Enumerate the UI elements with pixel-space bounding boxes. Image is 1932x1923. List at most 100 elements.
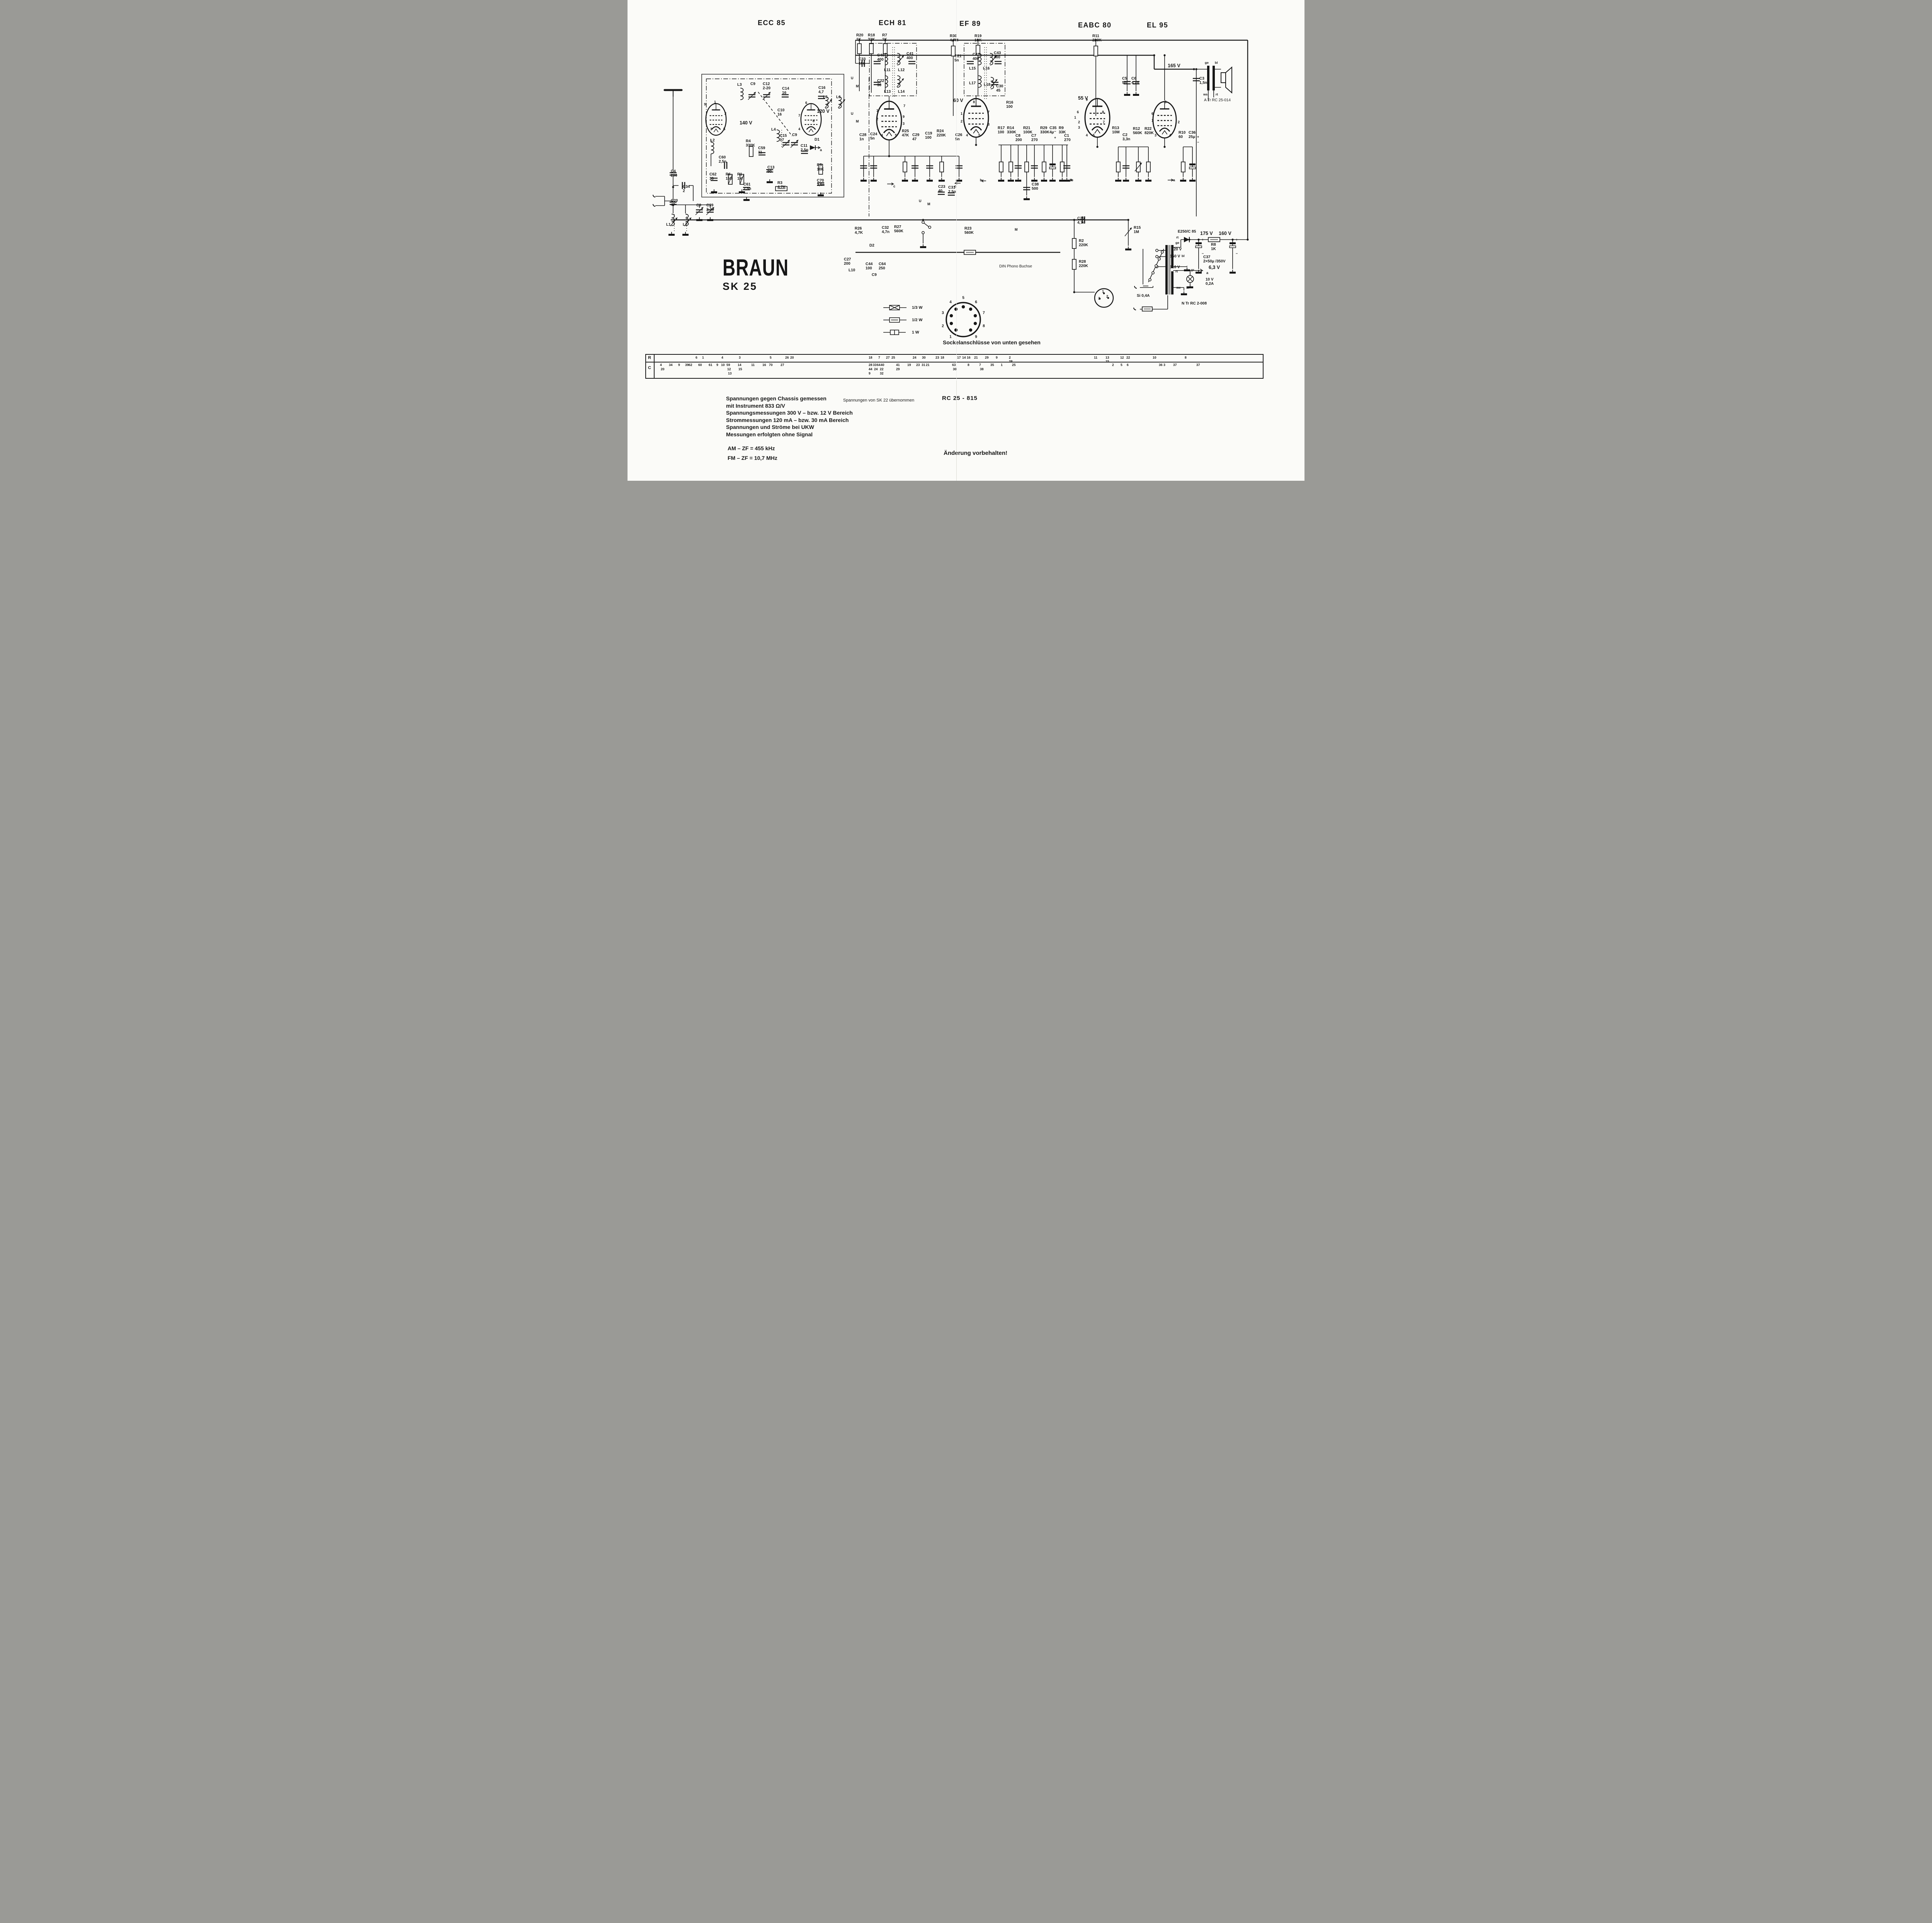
component-label: C32 4,7n — [882, 226, 890, 234]
component-label: C13 90 — [767, 165, 775, 174]
strip-number: 23 — [935, 356, 939, 359]
strip-number: 1 — [702, 356, 704, 359]
component-label: + — [1236, 238, 1238, 242]
strip-number: 16 — [967, 356, 971, 359]
component-label: 220 V — [1172, 247, 1182, 252]
component-label: C9 — [792, 133, 797, 137]
component-label: C61 2,5n — [743, 182, 752, 191]
strip-number: 9 — [716, 363, 718, 367]
component-label: R24 220K — [937, 129, 946, 138]
component-label: 175 V — [1200, 231, 1213, 236]
strip-number: 63 — [952, 363, 956, 367]
component-label: 9 — [903, 115, 905, 119]
strip-number: 10 — [1153, 356, 1156, 359]
strip-number: 37 — [1173, 363, 1177, 367]
component-label: c — [954, 184, 957, 188]
legend-row-third-watt: 1/3 W — [883, 301, 922, 314]
component-label: R2 220K — [1079, 239, 1088, 247]
component-label: C59 11 — [758, 146, 765, 155]
note-line: mit Instrument 833 Ω/V — [726, 402, 785, 409]
change-reservation-note: Änderung vorbehalten! — [944, 450, 1008, 456]
component-label: C70 2,5n — [817, 179, 825, 187]
strip-number: 14 — [962, 356, 966, 359]
component-label: 3 — [1098, 296, 1100, 300]
brand-logo: BRAUN SK 25 — [723, 254, 789, 293]
component-label: R25 47K — [902, 129, 909, 138]
component-label: N Tr RC 2-008 — [1182, 301, 1207, 306]
strip-number: 4 — [660, 363, 662, 367]
component-label: R29 330K — [1040, 126, 1049, 134]
component-label: 7 — [903, 104, 906, 108]
component-label: 8 — [1102, 110, 1104, 114]
component-label: C22 30 — [877, 79, 884, 87]
component-label: C38 500 — [1032, 182, 1039, 191]
legend-row-half-watt: 1/2 W — [883, 314, 922, 326]
component-label: R20 1K — [856, 33, 864, 42]
component-label: U — [919, 199, 922, 203]
strip-number: 6 — [1127, 363, 1129, 367]
strip-number: 9 — [678, 363, 680, 367]
component-label: 5 — [1093, 133, 1095, 137]
component-label: C5 5n — [1122, 77, 1127, 85]
note-line: Spannungen und Ströme bei UKW — [726, 424, 814, 431]
socket-note: Sockelanschlüsse von unten gesehen — [943, 339, 1041, 345]
component-label: L2 — [710, 138, 715, 143]
component-label: M — [927, 202, 930, 206]
component-label: L15 — [969, 66, 976, 71]
socket-pin-number: 5 — [962, 296, 964, 300]
component-label: C11 2,5n — [801, 144, 809, 152]
socket-pin-number: 7 — [983, 311, 985, 315]
socket-pin-number: 1 — [949, 335, 952, 339]
component-label: C33 10n — [859, 57, 866, 66]
strip-number: 3 — [739, 356, 741, 359]
component-label: C36 25μ — [1189, 131, 1196, 139]
component-label: 5 — [978, 133, 981, 137]
component-label: U — [851, 76, 854, 80]
strip-number: 7 — [979, 363, 981, 367]
strip-number: 18 — [869, 356, 872, 359]
component-label: C60 2,5n — [719, 155, 727, 164]
strip-number: 15 — [1105, 359, 1109, 363]
component-label: M — [856, 119, 859, 123]
strip-number: 10 — [721, 363, 725, 367]
tube-name: EABC 80 — [1078, 21, 1112, 29]
component-label: C30 45 — [996, 84, 1003, 93]
component-label: L1 — [666, 223, 671, 227]
strip-number: 20 — [790, 356, 794, 359]
strip-number: 21 — [926, 363, 930, 367]
strip-number: 39 — [685, 363, 689, 367]
component-label: C29 47 — [912, 133, 920, 141]
component-label: R17 100 — [998, 126, 1005, 134]
component-label: bl — [1215, 61, 1218, 65]
strip-number: 30 — [922, 356, 926, 359]
strip-number: 9 — [996, 356, 998, 359]
component-label: 2 — [1178, 120, 1180, 124]
component-label: C41 400 — [906, 52, 914, 60]
component-label: 1 — [1102, 289, 1104, 293]
component-label: C7 270 — [1031, 134, 1038, 142]
component-label: C9 — [872, 273, 877, 277]
component-label: C39 2-20 — [706, 203, 714, 212]
component-label: − — [1236, 252, 1238, 255]
component-label: 3 — [903, 122, 905, 126]
strip-number: 27 — [781, 363, 784, 367]
component-label: R6 150 — [726, 172, 732, 181]
component-label: C37 2×50μ /350V — [1203, 255, 1226, 264]
strip-number: 25 — [891, 356, 895, 359]
strip-number: 32 — [880, 371, 884, 375]
component-label: 7 — [1103, 120, 1105, 124]
strip-number: 60 — [698, 363, 702, 367]
component-label: C14 16 — [782, 87, 789, 95]
component-label: 8 — [973, 100, 975, 104]
component-label: L4 — [771, 128, 776, 132]
component-label: R23 560K — [964, 226, 974, 235]
strip-number: 33 — [873, 363, 877, 367]
tube-name: EF 89 — [959, 20, 981, 27]
component-label: 6 — [805, 101, 808, 105]
component-label: C40 400 — [877, 53, 884, 62]
note-line: Strommessungen 120 mA – bzw. 30 mA Berei… — [726, 417, 849, 423]
component-label: 7 — [988, 110, 990, 114]
component-label: br — [1186, 286, 1190, 289]
component-label: E250/C 85 — [1178, 230, 1196, 234]
